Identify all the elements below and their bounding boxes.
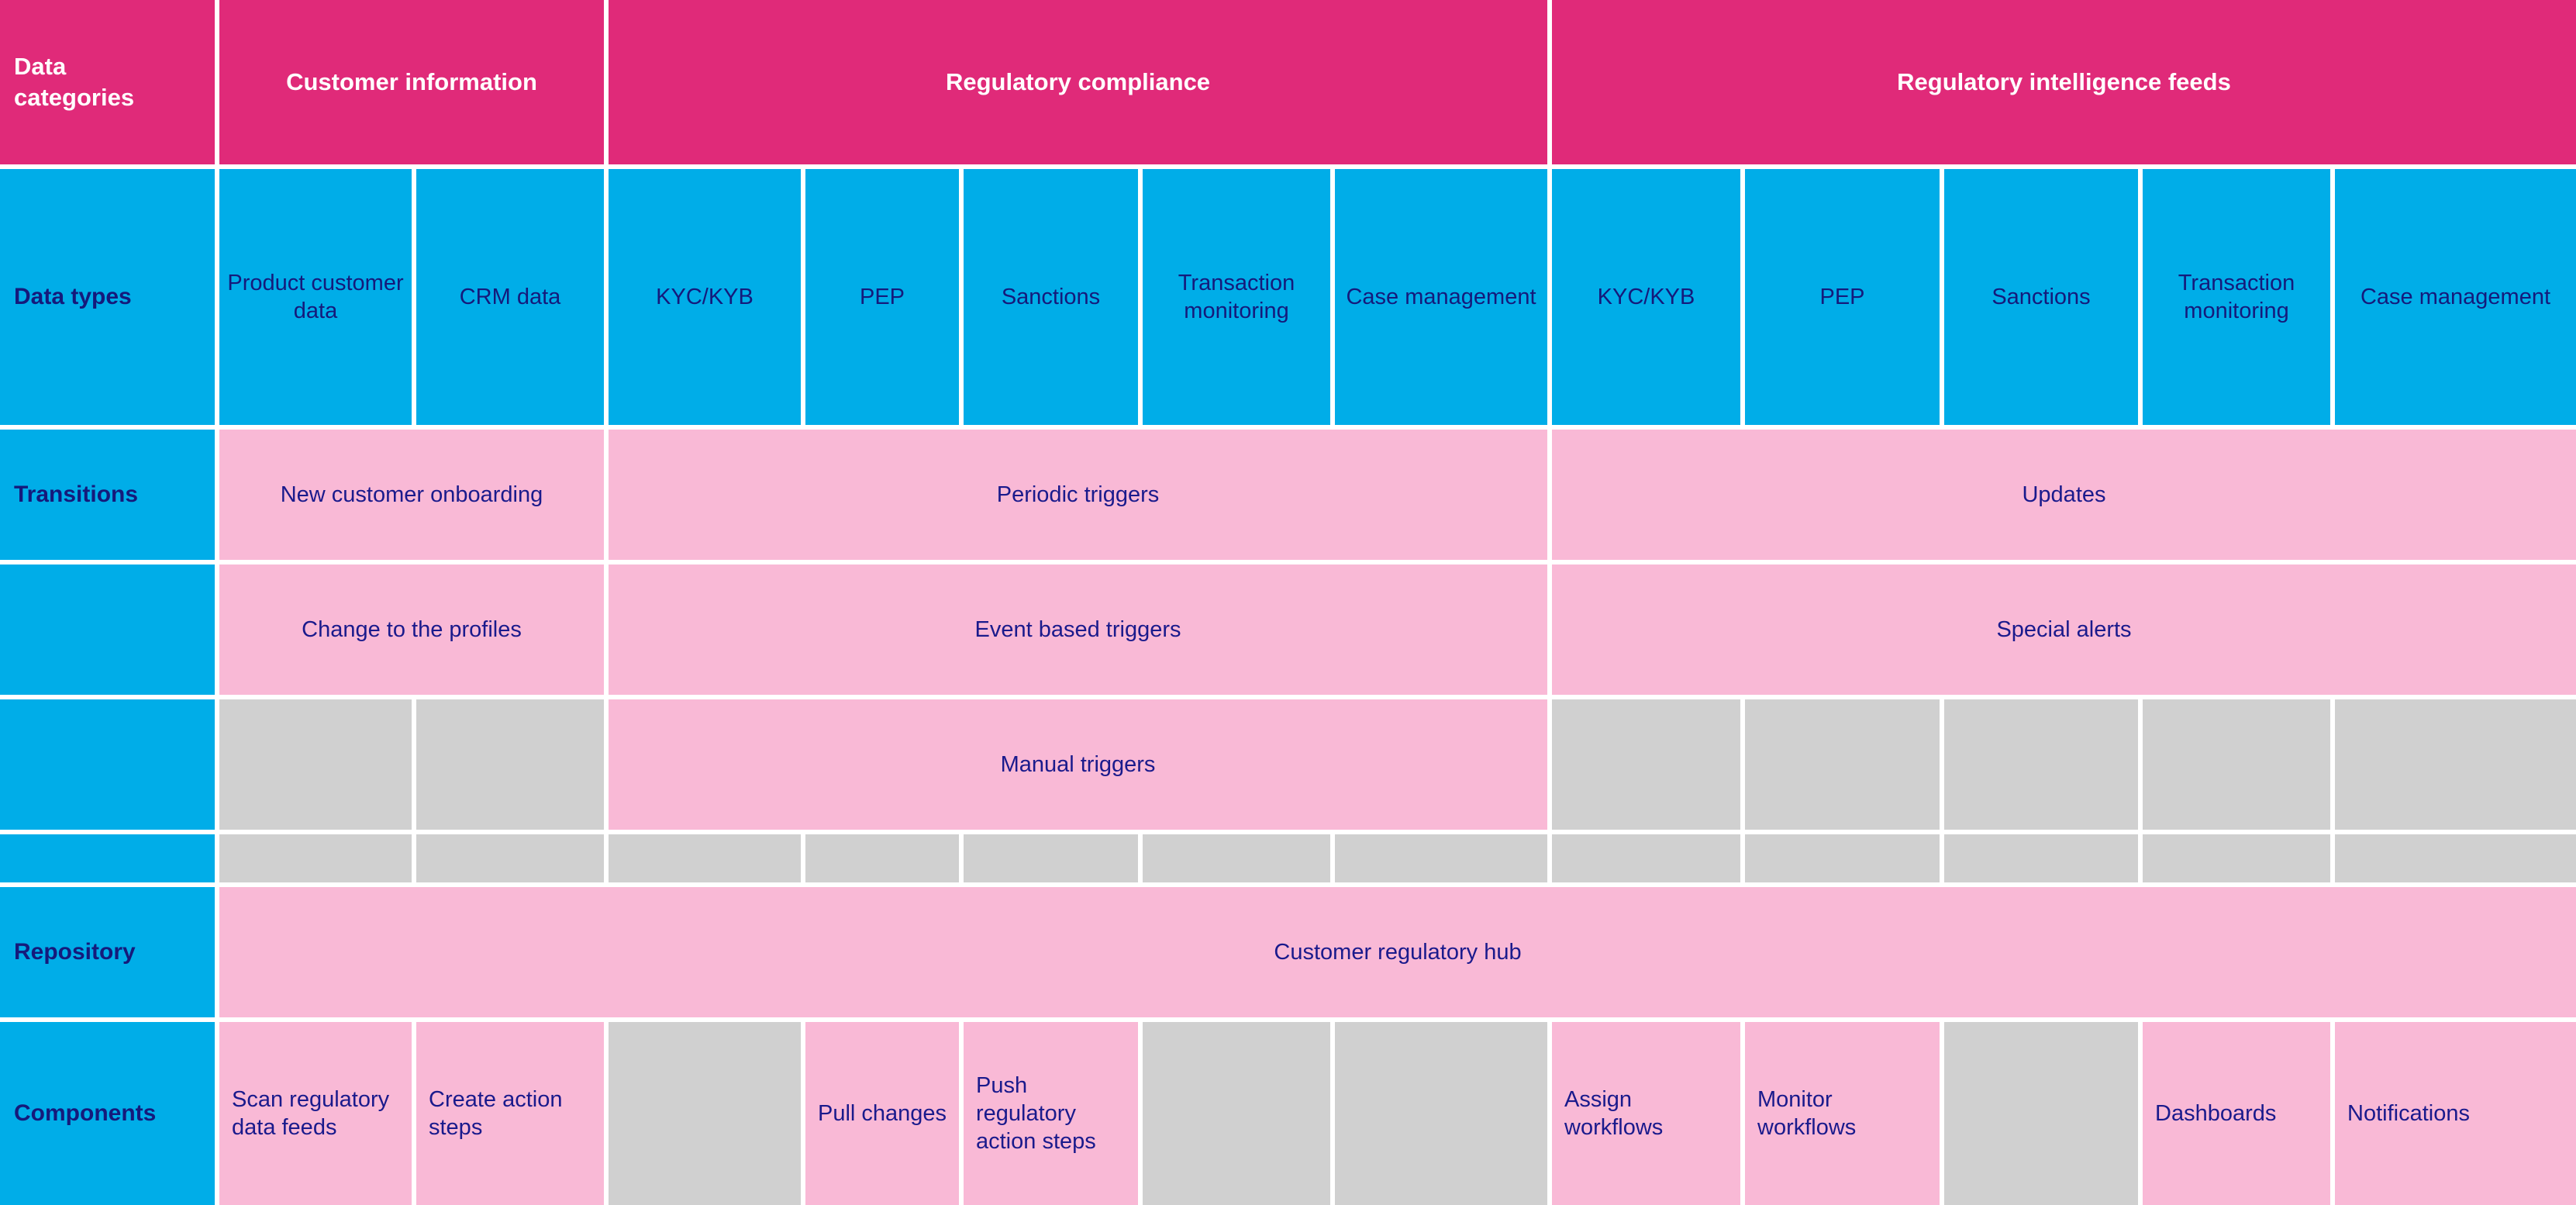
category-regulatory-intelligence-feeds: Regulatory intelligence feeds <box>1552 0 2576 164</box>
transition-label: Change to the profiles <box>302 616 522 642</box>
category-label: Regulatory intelligence feeds <box>1897 67 2231 95</box>
component-label: Notifications <box>2347 1100 2470 1126</box>
component-dashboards: Dashboards <box>2143 1022 2330 1205</box>
data-type-case-management-intelligence: Case management <box>2335 169 2576 425</box>
header-label-data-categories: Data categories <box>0 0 215 164</box>
transition-event-based-triggers: Event based triggers <box>609 565 1547 695</box>
component-push-regulatory-action-steps: Push regulatory action steps <box>964 1022 1138 1205</box>
repository-label: Customer regulatory hub <box>1274 939 1522 965</box>
transition-label: Special alerts <box>1996 616 2132 642</box>
component-monitor-workflows: Monitor workflows <box>1745 1022 1940 1205</box>
data-type-label: Transaction monitoring <box>1178 270 1295 323</box>
data-type-label: KYC/KYB <box>656 284 753 309</box>
empty-cell-manual-crm-data <box>416 699 604 830</box>
row-label-transitions-continued-2 <box>0 699 215 830</box>
component-label: Create action steps <box>429 1086 563 1140</box>
component-label: Monitor workflows <box>1757 1086 1857 1140</box>
empty-strip-cell-5 <box>964 834 1138 882</box>
transition-new-customer-onboarding: New customer onboarding <box>219 430 604 560</box>
transition-label: Event based triggers <box>974 616 1181 642</box>
header-label-text: Data categories <box>14 52 135 111</box>
row-label-repository: Repository <box>0 887 215 1017</box>
empty-cell-manual-transaction-monitoring-intelligence <box>2143 699 2330 830</box>
data-type-label: Product customer data <box>227 270 404 323</box>
category-label: Customer information <box>286 67 537 95</box>
data-type-kyc-kyb-intelligence: KYC/KYB <box>1552 169 1740 425</box>
data-type-product-customer-data: Product customer data <box>219 169 412 425</box>
data-type-pep-compliance: PEP <box>805 169 959 425</box>
empty-cell-component-kyc-kyb-compliance <box>609 1022 801 1205</box>
data-type-label: Case management <box>2360 284 2551 309</box>
data-type-sanctions-compliance: Sanctions <box>964 169 1138 425</box>
row-label-text: Data types <box>14 284 132 310</box>
component-label: Pull changes <box>818 1100 947 1126</box>
category-customer-information: Customer information <box>219 0 604 164</box>
empty-cell-manual-pep-intelligence <box>1745 699 1940 830</box>
data-type-label: PEP <box>1819 284 1865 309</box>
component-notifications: Notifications <box>2335 1022 2576 1205</box>
data-type-sanctions-intelligence: Sanctions <box>1944 169 2138 425</box>
empty-cell-component-sanctions-intelligence <box>1944 1022 2138 1205</box>
row-label-text: Transitions <box>14 482 139 508</box>
empty-cell-manual-kyc-kyb-intelligence <box>1552 699 1740 830</box>
empty-cell-component-transaction-monitoring-compliance <box>1143 1022 1330 1205</box>
component-create-action-steps: Create action steps <box>416 1022 604 1205</box>
transition-updates: Updates <box>1552 430 2576 560</box>
empty-strip-cell-6 <box>1143 834 1330 882</box>
empty-cell-manual-case-management-intelligence <box>2335 699 2576 830</box>
empty-cell-manual-product-customer-data <box>219 699 412 830</box>
data-type-transaction-monitoring-compliance: Transaction monitoring <box>1143 169 1330 425</box>
data-type-label: KYC/KYB <box>1597 284 1695 309</box>
component-label: Scan regulatory data feeds <box>232 1086 390 1140</box>
empty-strip-cell-9 <box>1745 834 1940 882</box>
data-type-label: Case management <box>1346 284 1536 309</box>
transition-label: New customer onboarding <box>280 482 543 507</box>
data-type-kyc-kyb-compliance: KYC/KYB <box>609 169 801 425</box>
empty-strip-cell-10 <box>1944 834 2138 882</box>
row-label-transitions-continued-3 <box>0 834 215 882</box>
empty-cell-manual-sanctions-intelligence <box>1944 699 2138 830</box>
category-label: Regulatory compliance <box>945 67 1211 95</box>
transition-periodic-triggers: Periodic triggers <box>609 430 1547 560</box>
category-regulatory-compliance: Regulatory compliance <box>609 0 1547 164</box>
transition-special-alerts: Special alerts <box>1552 565 2576 695</box>
transition-manual-triggers: Manual triggers <box>609 699 1547 830</box>
component-assign-workflows: Assign workflows <box>1552 1022 1740 1205</box>
row-label-text: Repository <box>14 939 136 965</box>
repository-customer-regulatory-hub: Customer regulatory hub <box>219 887 2576 1017</box>
transition-label: Periodic triggers <box>996 482 1160 507</box>
empty-cell-component-case-management-compliance <box>1335 1022 1547 1205</box>
data-type-pep-intelligence: PEP <box>1745 169 1940 425</box>
empty-strip-cell-7 <box>1335 834 1547 882</box>
data-type-label: Transaction monitoring <box>2178 270 2295 323</box>
row-label-transitions: Transitions <box>0 430 215 560</box>
row-label-components: Components <box>0 1022 215 1205</box>
empty-strip-cell-4 <box>805 834 959 882</box>
component-label: Dashboards <box>2155 1100 2277 1126</box>
empty-strip-cell-1 <box>219 834 412 882</box>
empty-strip-cell-11 <box>2143 834 2330 882</box>
row-label-transitions-continued-1 <box>0 565 215 695</box>
transition-label: Manual triggers <box>1000 751 1156 777</box>
data-type-label: Sanctions <box>1991 284 2091 309</box>
data-type-transaction-monitoring-intelligence: Transaction monitoring <box>2143 169 2330 425</box>
empty-strip-cell-2 <box>416 834 604 882</box>
row-label-text: Components <box>14 1100 157 1127</box>
empty-strip-cell-8 <box>1552 834 1740 882</box>
component-pull-changes: Pull changes <box>805 1022 959 1205</box>
component-label: Push regulatory action steps <box>976 1072 1096 1155</box>
component-label: Assign workflows <box>1564 1086 1664 1140</box>
data-type-case-management-compliance: Case management <box>1335 169 1547 425</box>
row-label-data-types: Data types <box>0 169 215 425</box>
data-type-crm-data: CRM data <box>416 169 604 425</box>
data-type-label: PEP <box>859 284 905 309</box>
transition-change-to-the-profiles: Change to the profiles <box>219 565 604 695</box>
empty-strip-cell-3 <box>609 834 801 882</box>
data-type-label: CRM data <box>459 284 561 309</box>
transition-label: Updates <box>2022 482 2106 507</box>
component-scan-regulatory-data-feeds: Scan regulatory data feeds <box>219 1022 412 1205</box>
data-type-label: Sanctions <box>1001 284 1101 309</box>
empty-strip-cell-12 <box>2335 834 2576 882</box>
